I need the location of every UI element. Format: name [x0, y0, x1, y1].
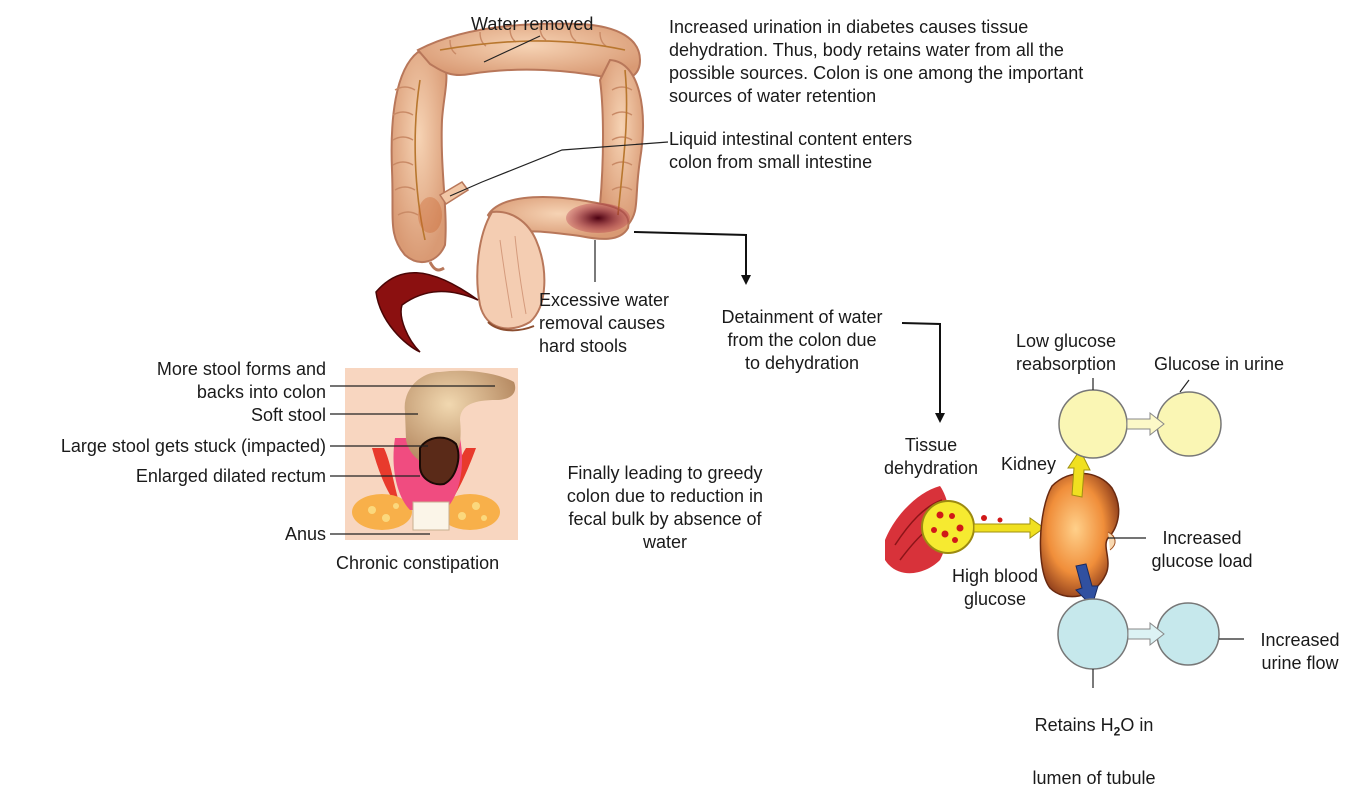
label-water-removed: Water removed: [471, 13, 593, 36]
label-soft-stool: Soft stool: [60, 404, 326, 427]
label-high-blood-glucose: High blood glucose: [930, 565, 1060, 611]
label-diabetes-note: Increased urination in diabetes causes t…: [669, 16, 1083, 108]
label-increased-urine-flow: Increased urine flow: [1245, 629, 1355, 675]
retains-prefix: Retains H: [1035, 715, 1114, 735]
label-large-stool: Large stool gets stuck (impacted): [0, 435, 326, 458]
label-tissue-dehydration: Tissue dehydration: [866, 434, 996, 480]
label-enlarged-rectum: Enlarged dilated rectum: [30, 465, 326, 488]
label-greedy-colon: Finally leading to greedy colon due to r…: [545, 462, 785, 554]
label-glucose-urine: Glucose in urine: [1154, 353, 1284, 376]
label-chronic-constipation: Chronic constipation: [336, 552, 499, 575]
label-retains-water: Retains H2O in lumen of tubule: [1010, 691, 1178, 790]
constipation-inset: [345, 368, 518, 540]
label-low-glucose: Low glucose reabsorption: [1000, 330, 1132, 376]
retains-line2: lumen of tubule: [1032, 768, 1155, 788]
label-detainment: Detainment of water from the colon due t…: [702, 306, 902, 375]
label-more-stool: More stool forms and backs into colon: [60, 358, 326, 404]
label-increased-glucose-load: Increased glucose load: [1140, 527, 1264, 573]
ribbon-connector: [376, 273, 478, 352]
label-liquid-content: Liquid intestinal content enters colon f…: [669, 128, 912, 174]
label-anus: Anus: [200, 523, 326, 546]
label-excessive-water: Excessive water removal causes hard stoo…: [539, 289, 669, 358]
retains-suffix: O in: [1120, 715, 1153, 735]
label-kidney: Kidney: [1001, 453, 1056, 476]
diagram: Water removed Increased urination in dia…: [0, 0, 1361, 738]
